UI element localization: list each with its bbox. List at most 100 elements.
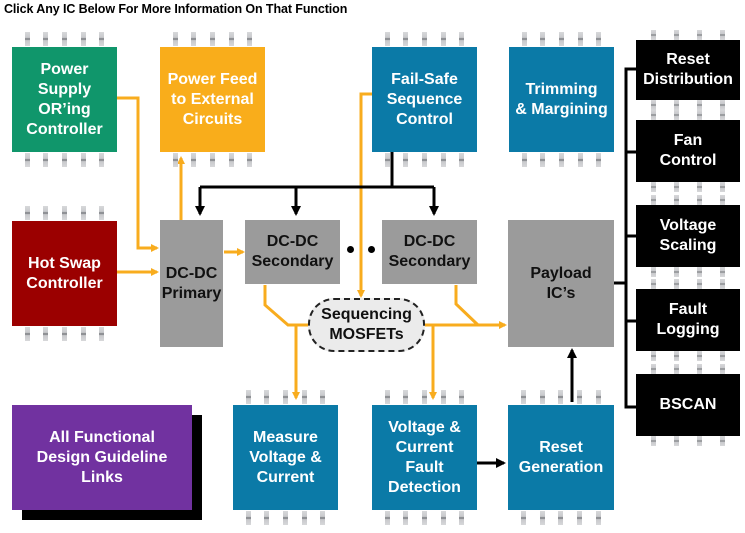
ic-fan-control[interactable]: Fan Control: [636, 110, 740, 192]
ic-pin: [539, 511, 545, 525]
ic-dcdc-secondary-2[interactable]: DC-DC Secondary: [382, 220, 477, 284]
ic-pin: [577, 153, 583, 167]
wire-failsafe-to-mosfets: [357, 92, 372, 298]
ic-pin: [577, 511, 583, 525]
ic-pin-row: [636, 436, 740, 446]
ic-dcdc-primary[interactable]: DC-DC Primary: [160, 220, 223, 347]
sequencing-mosfets[interactable]: Sequencing MOSFETs: [308, 298, 425, 352]
ic-pin: [674, 30, 679, 40]
ic-pin: [697, 110, 702, 120]
ic-pin: [720, 195, 725, 205]
ic-pin-row: [160, 153, 265, 167]
ic-hot-swap-controller[interactable]: Hot Swap Controller: [12, 206, 117, 341]
page-instruction: Click Any IC Below For More Information …: [4, 2, 348, 16]
ic-pin: [674, 110, 679, 120]
wire-dist-bus: [624, 67, 636, 409]
ic-bscan[interactable]: BSCAN: [636, 364, 740, 446]
ic-pin: [697, 195, 702, 205]
ic-pin: [674, 182, 679, 192]
ic-pin: [674, 195, 679, 205]
ic-pin: [459, 153, 465, 167]
ic-pin: [720, 364, 725, 374]
ic-pin: [209, 153, 215, 167]
ic-reset-generation[interactable]: Reset Generation: [508, 390, 614, 525]
ic-pin: [421, 153, 427, 167]
ic-pin: [558, 32, 564, 46]
ic-pin: [61, 153, 67, 167]
ic-pin: [674, 351, 679, 361]
ic-pin: [651, 267, 656, 277]
ic-pin: [651, 110, 656, 120]
ic-pin: [228, 32, 234, 46]
ic-measure-voltage-current[interactable]: Measure Voltage & Current: [233, 390, 338, 525]
ic-pin: [172, 153, 178, 167]
ic-pin-row: [12, 206, 117, 220]
ic-pin: [596, 32, 602, 46]
ic-pin: [421, 32, 427, 46]
ic-pin: [403, 153, 409, 167]
ic-pin: [80, 32, 86, 46]
power-wires: [117, 92, 507, 400]
ic-pin: [61, 206, 67, 220]
ic-pin: [43, 206, 49, 220]
ic-fault-logging[interactable]: Fault Logging: [636, 279, 740, 361]
ic-pin: [558, 390, 564, 404]
ic-pin: [459, 32, 465, 46]
ic-label: DC-DC Secondary: [388, 233, 471, 270]
ic-pin: [320, 511, 326, 525]
ic-label: DC-DC Secondary: [251, 233, 334, 270]
ic-power-supply-oring-controller[interactable]: Power Supply OR’ing Controller: [12, 32, 117, 167]
ic-fail-safe-sequence-control[interactable]: Fail-Safe Sequence Control: [372, 32, 477, 167]
ic-pin: [651, 436, 656, 446]
ic-pin: [43, 32, 49, 46]
ic-pin: [651, 364, 656, 374]
ic-pin: [384, 32, 390, 46]
all-functional-design-guideline-links-button[interactable]: All Functional Design Guideline Links: [12, 405, 192, 510]
ic-pin: [577, 32, 583, 46]
ic-pin: [540, 32, 546, 46]
ic-pin: [520, 511, 526, 525]
ic-reset-distribution[interactable]: Reset Distribution: [636, 30, 740, 110]
ic-voltage-current-fault-detection[interactable]: Voltage & Current Fault Detection: [372, 390, 477, 525]
ic-pin-row: [636, 110, 740, 120]
ic-pin: [459, 390, 465, 404]
ic-pin: [459, 511, 465, 525]
ic-label: Fail-Safe Sequence Control: [386, 70, 463, 128]
ic-pin-row: [636, 195, 740, 205]
ic-pin: [674, 279, 679, 289]
ic-trimming-margining[interactable]: Trimming & Margining: [509, 32, 614, 167]
ic-pin: [384, 390, 390, 404]
ic-label: Fan Control: [659, 132, 717, 169]
ic-pin-row: [12, 32, 117, 46]
ic-voltage-scaling[interactable]: Voltage Scaling: [636, 195, 740, 277]
ic-pin: [651, 351, 656, 361]
ic-pin: [301, 511, 307, 525]
ic-pin-row: [12, 327, 117, 341]
ic-pin: [720, 351, 725, 361]
ic-payload[interactable]: Payload IC’s: [508, 220, 614, 347]
ic-pin-row: [636, 100, 740, 110]
ic-pin: [320, 390, 326, 404]
ic-pin: [577, 390, 583, 404]
ic-pin-row: [12, 153, 117, 167]
ic-pin: [440, 511, 446, 525]
ic-pin: [697, 182, 702, 192]
ic-pin: [43, 153, 49, 167]
wire-oring-to-primary: [117, 96, 159, 252]
ic-pin: [191, 153, 197, 167]
ic-pin: [651, 195, 656, 205]
ic-pin-row: [636, 30, 740, 40]
ic-pin: [651, 182, 656, 192]
ic-dcdc-secondary-1[interactable]: DC-DC Secondary: [245, 220, 340, 284]
wire-sec2-to-payload: [454, 285, 480, 327]
ic-pin: [209, 32, 215, 46]
ic-pin: [80, 206, 86, 220]
ic-pin-row: [636, 182, 740, 192]
ic-label: Fault Logging: [656, 301, 720, 338]
ic-pin: [228, 153, 234, 167]
ic-power-feed-external-circuits[interactable]: Power Feed to External Circuits: [160, 32, 265, 167]
ic-pin: [674, 267, 679, 277]
ic-pin: [596, 511, 602, 525]
ic-pin: [596, 390, 602, 404]
